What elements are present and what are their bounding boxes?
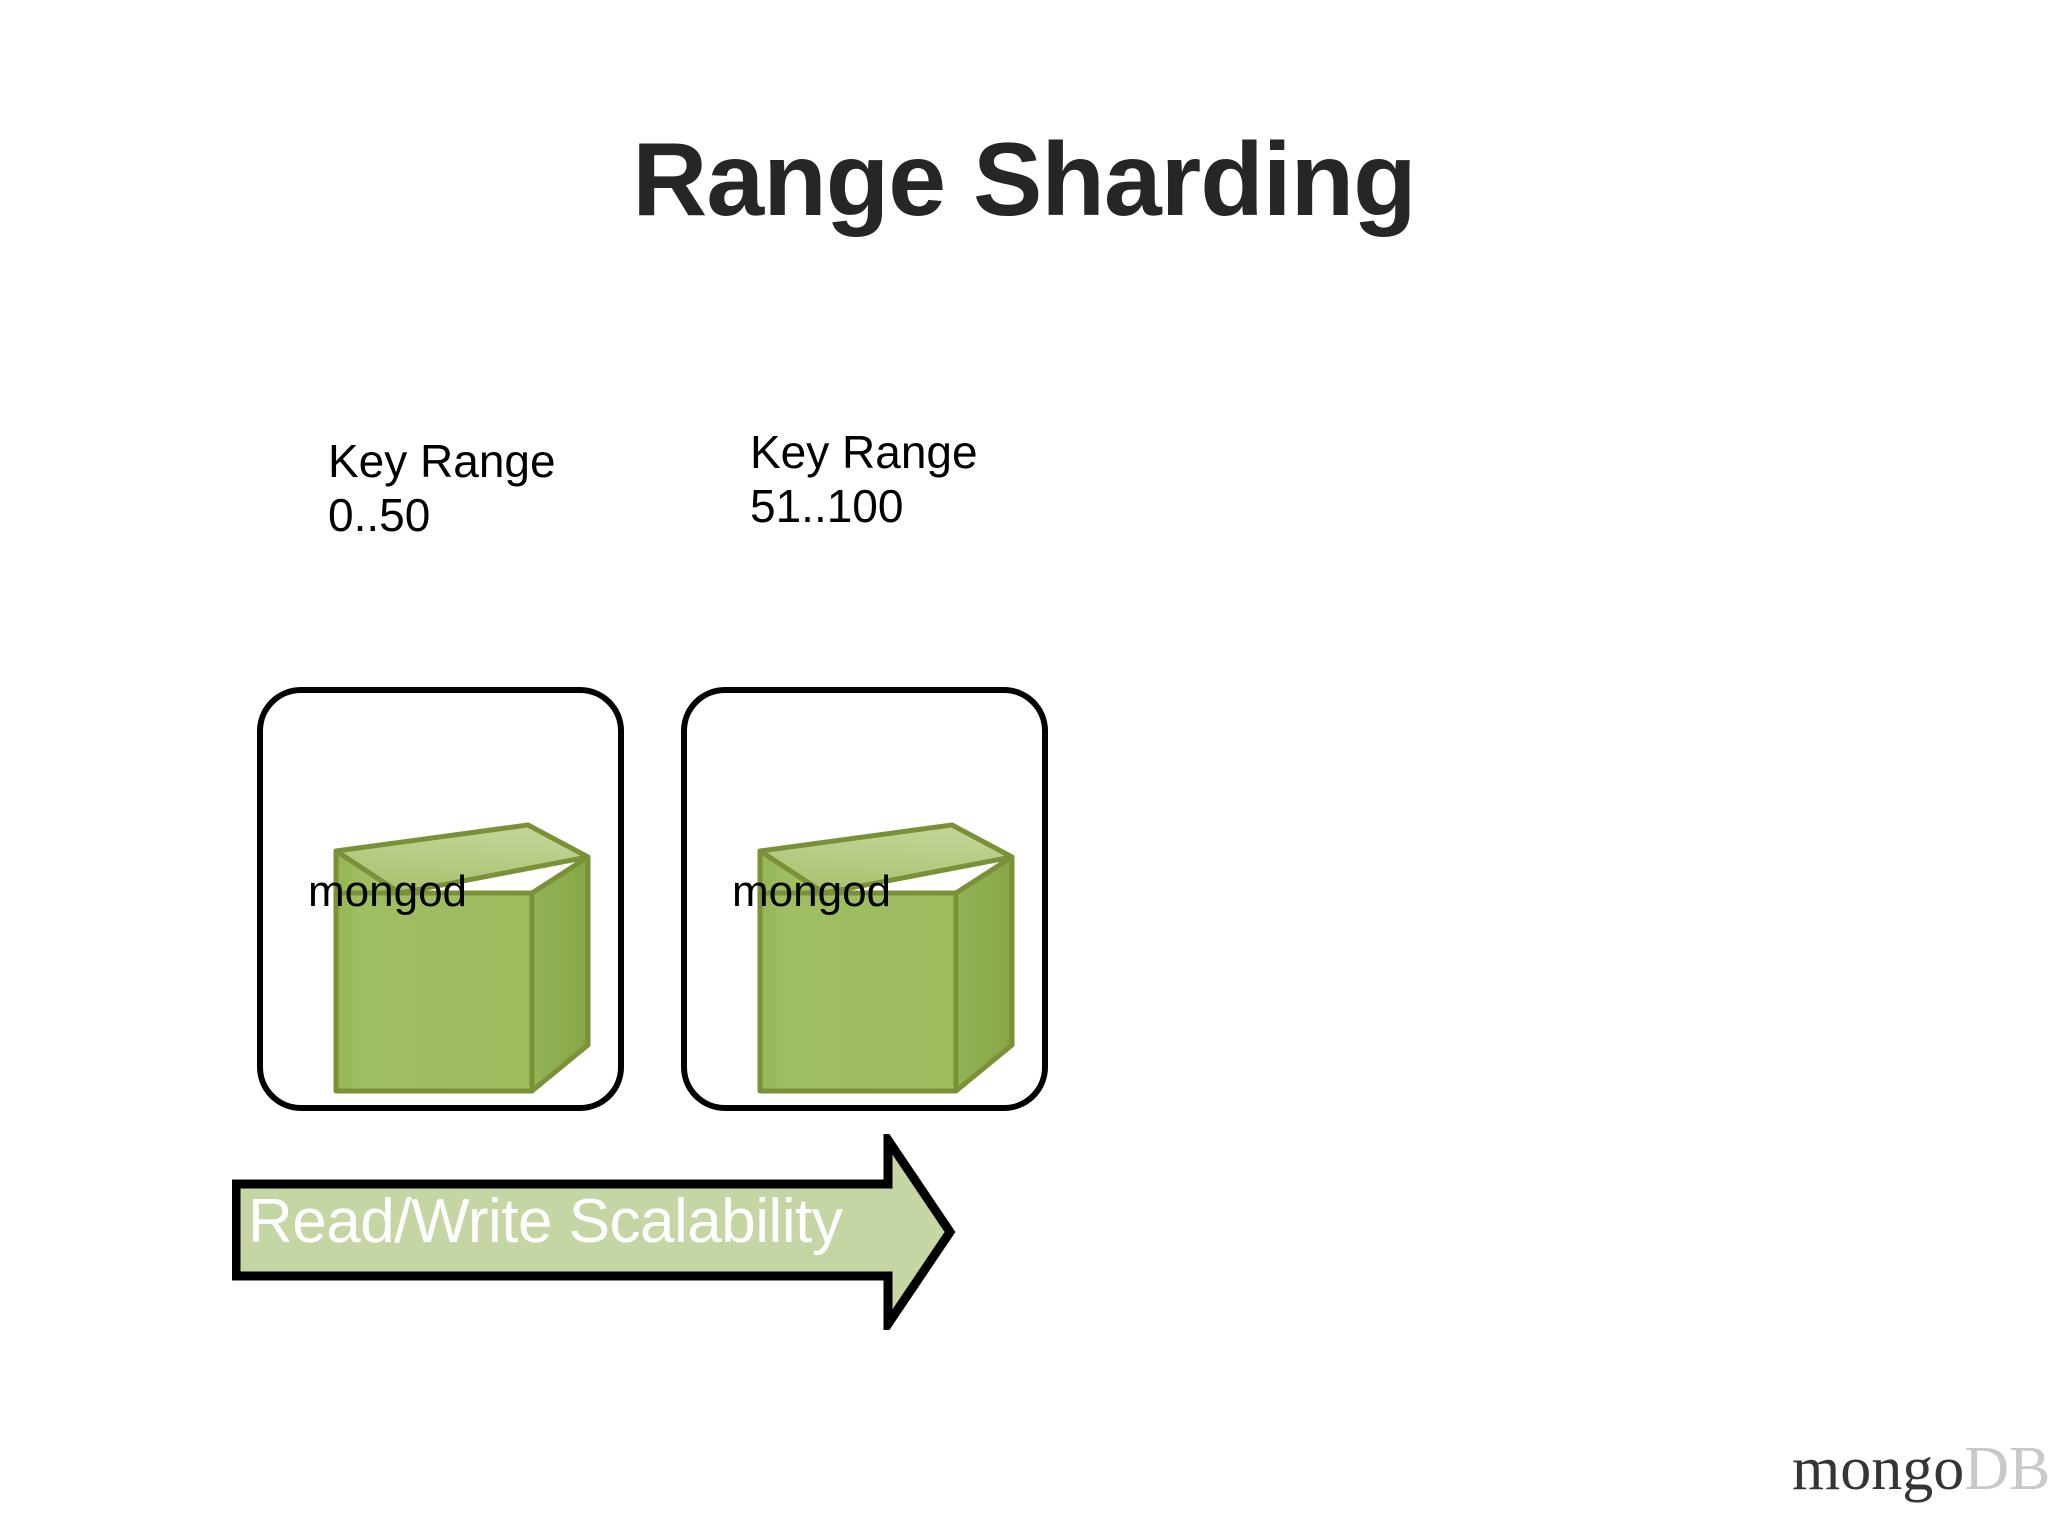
- cube-3d-icon: [757, 822, 1015, 1094]
- mongodb-logo: mongoDB: [1792, 1438, 2048, 1500]
- key-range-label-2: Key Range 51..100: [750, 426, 978, 533]
- mongodb-logo-mongo: mongo: [1792, 1435, 1965, 1503]
- right-arrow-icon: [232, 1134, 956, 1330]
- mongod-cube-2: mongod: [714, 775, 1020, 1105]
- page-title: Range Sharding: [632, 122, 1416, 238]
- mongod-cube-1: mongod: [290, 775, 596, 1105]
- scalability-arrow: Read/Write Scalability: [232, 1134, 956, 1330]
- cube-3d-icon: [333, 822, 591, 1094]
- key-range-label-1: Key Range 0..50: [328, 435, 556, 542]
- mongodb-logo-db: DB: [1964, 1435, 2048, 1503]
